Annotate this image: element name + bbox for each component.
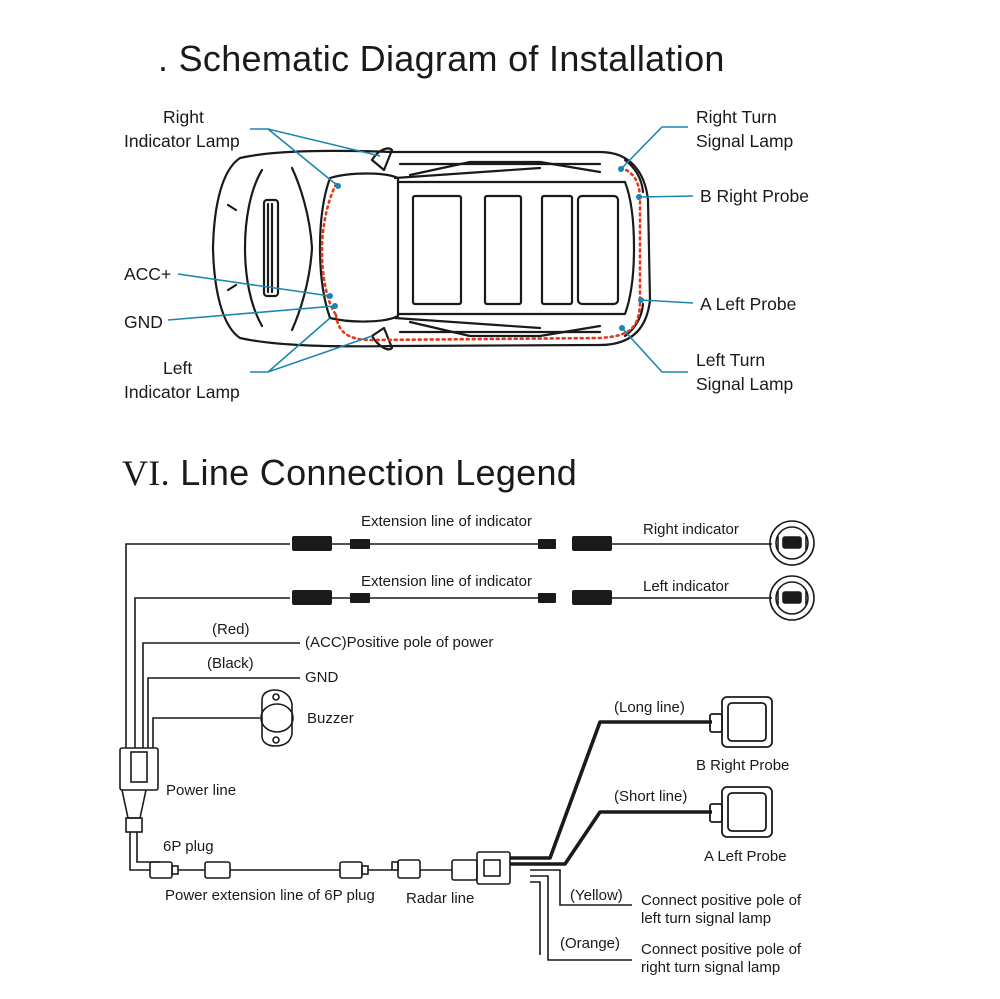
label-right-indicator: Right indicator bbox=[643, 521, 739, 538]
label-acc: ACC+ bbox=[124, 264, 172, 284]
section6-title-text: Line Connection Legend bbox=[180, 452, 578, 493]
label-right-turn-signal-line2: Signal Lamp bbox=[696, 131, 794, 151]
label-right-indicator-lamp-line2: Indicator Lamp bbox=[124, 131, 240, 151]
label-black: (Black) bbox=[207, 655, 254, 672]
section6-roman-numeral: VI. bbox=[122, 453, 170, 493]
label-right-turn-connect-line1: Connect positive pole of bbox=[641, 941, 802, 958]
label-orange: (Orange) bbox=[560, 935, 621, 952]
label-left-indicator-lamp-line2: Indicator Lamp bbox=[124, 382, 240, 402]
label-a-left-probe-legend: A Left Probe bbox=[704, 848, 787, 865]
label-acc-positive: (ACC)Positive pole of power bbox=[305, 634, 494, 651]
label-left-turn-connect-line1: Connect positive pole of bbox=[641, 892, 802, 909]
label-left-indicator-lamp-line1: Left bbox=[163, 358, 193, 378]
label-gnd: GND bbox=[124, 312, 163, 332]
label-long-line: (Long line) bbox=[614, 699, 685, 716]
car-top-view bbox=[211, 147, 652, 351]
label-left-turn-connect-line2: left turn signal lamp bbox=[641, 910, 772, 927]
label-a-left-probe: A Left Probe bbox=[700, 294, 797, 314]
label-extension-line-1: Extension line of indicator bbox=[361, 513, 532, 530]
label-power-line: Power line bbox=[166, 782, 237, 799]
section5-title: . Schematic Diagram of Installation bbox=[158, 38, 725, 79]
buzzer-icon bbox=[260, 689, 294, 747]
power-line-block bbox=[119, 747, 159, 833]
label-gnd-legend: GND bbox=[305, 669, 339, 686]
label-radar-line: Radar line bbox=[406, 890, 475, 907]
label-left-indicator: Left indicator bbox=[643, 578, 729, 595]
label-left-turn-signal-line2: Signal Lamp bbox=[696, 374, 794, 394]
label-6p-plug: 6P plug bbox=[163, 838, 214, 855]
car-wiring-dotted bbox=[320, 166, 642, 342]
label-red: (Red) bbox=[212, 621, 250, 638]
legend-wires bbox=[125, 543, 772, 961]
plug-connectors bbox=[149, 851, 511, 885]
section6-title: VI. Line Connection Legend bbox=[122, 452, 577, 494]
label-b-right-probe-legend: B Right Probe bbox=[696, 757, 790, 774]
label-right-indicator-lamp-line1: Right bbox=[163, 107, 204, 127]
label-b-right-probe: B Right Probe bbox=[700, 186, 809, 206]
label-right-turn-signal-line1: Right Turn bbox=[696, 107, 777, 127]
label-extension-line-2: Extension line of indicator bbox=[361, 573, 532, 590]
left-indicator-display-icon bbox=[769, 575, 815, 621]
label-right-turn-connect-line2: right turn signal lamp bbox=[641, 959, 781, 976]
leader-lines bbox=[167, 126, 694, 373]
label-buzzer: Buzzer bbox=[307, 710, 354, 727]
legend-connectors bbox=[292, 536, 612, 605]
a-left-probe-sensor bbox=[709, 786, 773, 838]
label-left-turn-signal-line1: Left Turn bbox=[696, 350, 766, 370]
probe-cables bbox=[510, 720, 712, 866]
b-right-probe-sensor bbox=[709, 696, 773, 748]
label-power-extension: Power extension line of 6P plug bbox=[165, 887, 375, 904]
right-indicator-display-icon bbox=[769, 520, 815, 566]
label-yellow: (Yellow) bbox=[570, 887, 623, 904]
label-short-line: (Short line) bbox=[614, 788, 688, 805]
